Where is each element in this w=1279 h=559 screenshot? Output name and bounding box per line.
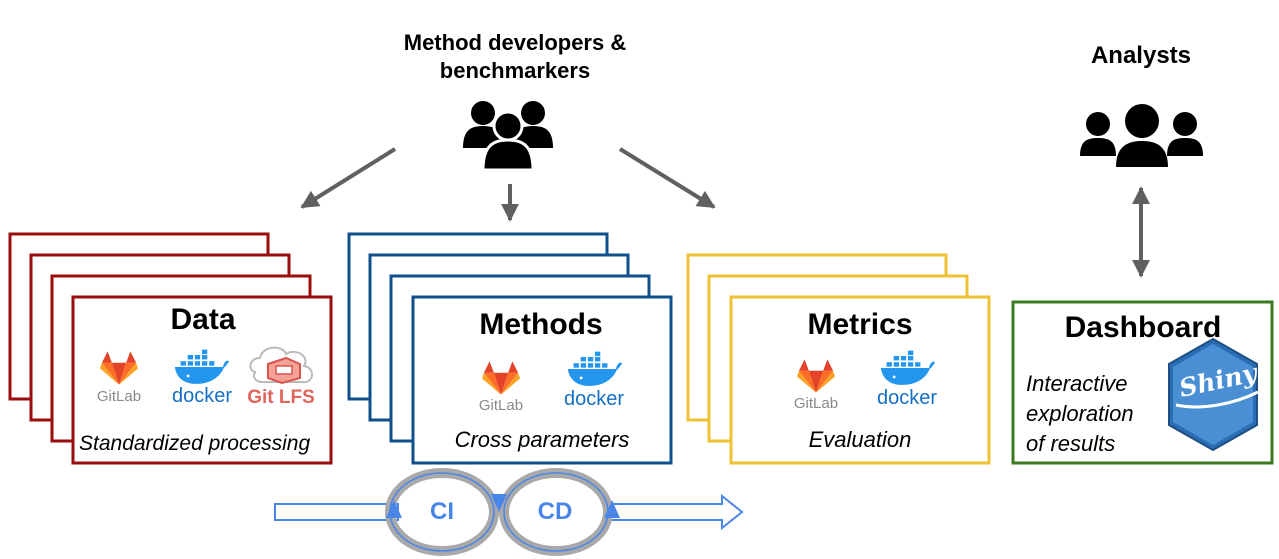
git-lfs-label: Git LFS bbox=[247, 387, 315, 408]
metrics-title: Metrics bbox=[807, 308, 913, 341]
cicd-ribbon bbox=[274, 468, 744, 556]
data-stack bbox=[8, 232, 333, 465]
developers-label-line1: Method developers & bbox=[403, 30, 627, 55]
methods-subtitle: Cross parameters bbox=[454, 427, 630, 452]
dashboard-subtitle: Interactive exploration of results bbox=[1026, 369, 1134, 459]
data-title: Data bbox=[170, 303, 236, 336]
git-lfs-icon bbox=[249, 346, 313, 385]
arrow-to-data bbox=[300, 147, 397, 209]
dashboard-subtitle-line3: of results bbox=[1026, 431, 1116, 456]
developers-label-line2: benchmarkers bbox=[439, 58, 591, 83]
gitlab-label: GitLab bbox=[96, 388, 142, 405]
gitlab-label: GitLab bbox=[793, 395, 839, 412]
dashboard-title: Dashboard bbox=[1064, 311, 1222, 344]
data-subtitle: Standardized processing bbox=[79, 432, 311, 455]
analysts-label: Analysts bbox=[1090, 42, 1192, 69]
arrow-to-metrics bbox=[618, 147, 716, 209]
shiny-icon bbox=[1168, 337, 1259, 452]
docker-label: docker bbox=[563, 388, 625, 410]
analysts-group-icon bbox=[1080, 104, 1203, 167]
methods-title: Methods bbox=[479, 308, 603, 341]
docker-label: docker bbox=[171, 385, 233, 407]
docker-label: docker bbox=[876, 387, 938, 409]
metrics-subtitle: Evaluation bbox=[808, 427, 912, 452]
developers-label: Method developers & benchmarkers bbox=[365, 29, 665, 85]
metrics-stack bbox=[686, 253, 991, 465]
developers-group-icon bbox=[463, 100, 553, 170]
dashboard-subtitle-line2: exploration bbox=[1026, 401, 1134, 426]
ci-label: CI bbox=[430, 498, 454, 525]
cd-label: CD bbox=[537, 498, 573, 525]
dashboard-subtitle-line1: Interactive bbox=[1026, 371, 1128, 396]
methods-stack bbox=[347, 232, 673, 465]
gitlab-label: GitLab bbox=[478, 397, 524, 414]
